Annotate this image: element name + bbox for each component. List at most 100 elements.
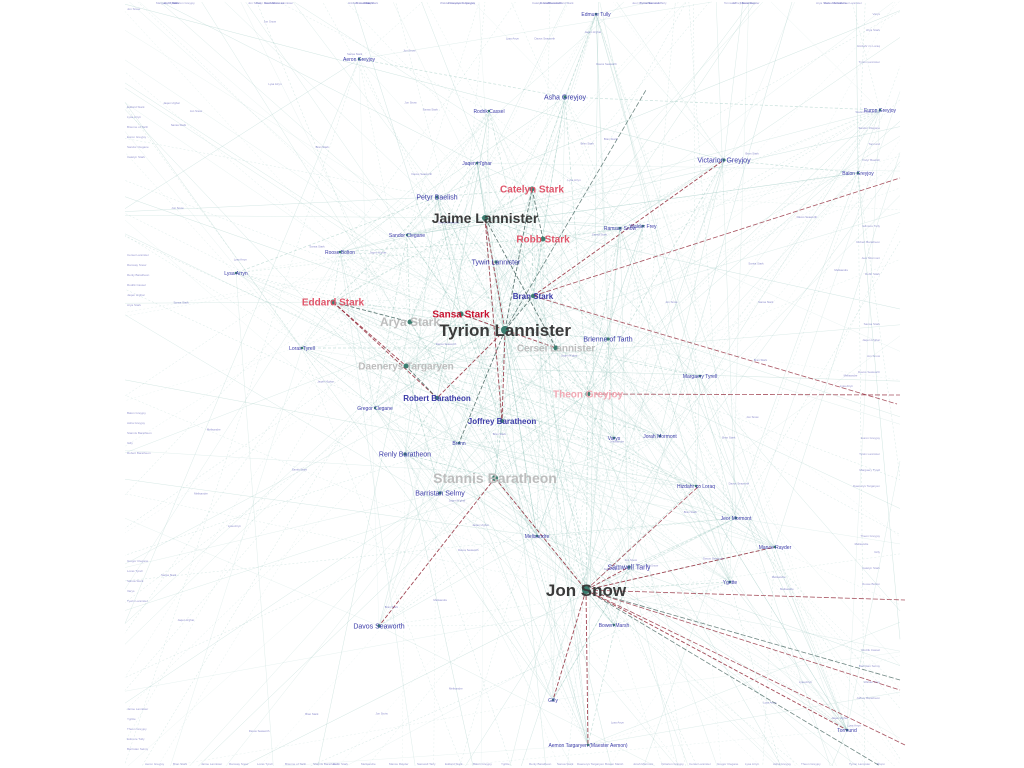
background-edge — [124, 87, 661, 437]
scatter-label: Sansa Stark — [748, 262, 764, 266]
background-edge — [536, 535, 901, 666]
background-edge — [484, 217, 538, 537]
border-label: Jeor Mormont — [861, 256, 880, 260]
node-margaery[interactable] — [698, 374, 702, 378]
node-petyr[interactable] — [435, 195, 439, 199]
border-label: Aeron Greyjoy — [456, 1, 476, 5]
edge-petyr-lysa — [235, 196, 438, 274]
background-edge — [699, 375, 831, 767]
node-ygritte[interactable] — [728, 580, 732, 584]
node-varys[interactable] — [612, 436, 616, 440]
background-edge — [484, 217, 901, 709]
background-edge — [317, 321, 411, 767]
background-edge — [124, 180, 557, 349]
node-asha[interactable] — [563, 95, 567, 99]
node-jorah[interactable] — [658, 434, 662, 438]
node-melisandre[interactable] — [535, 534, 539, 538]
node-sandor[interactable] — [405, 233, 409, 237]
node-tywin[interactable] — [494, 260, 498, 264]
node-cersei[interactable] — [553, 345, 559, 351]
node-stannis[interactable] — [492, 475, 498, 481]
background-edge — [659, 195, 901, 437]
node-gregor[interactable] — [373, 406, 377, 410]
node-daenerys[interactable] — [403, 363, 409, 369]
node-brienne[interactable] — [606, 337, 610, 341]
background-edge — [358, 58, 380, 627]
edge-catelyn-petyr — [436, 188, 533, 198]
background-edge — [405, 324, 901, 367]
node-loras[interactable] — [300, 346, 304, 350]
node-euron[interactable] — [878, 108, 882, 112]
node-bowen[interactable] — [612, 623, 616, 627]
node-gilly[interactable] — [551, 698, 555, 702]
border-label: Robb Stark — [865, 272, 881, 276]
background-edge — [458, 442, 791, 767]
node-catelyn[interactable] — [529, 186, 535, 192]
node-jon[interactable] — [582, 586, 590, 594]
node-theon[interactable] — [585, 391, 591, 397]
node-tormund[interactable] — [845, 728, 849, 732]
node-bronn[interactable] — [457, 441, 461, 445]
background-edge — [488, 110, 621, 229]
background-edge — [659, 159, 725, 437]
node-lysa[interactable] — [234, 271, 238, 275]
border-label: Barristan Selmy — [859, 664, 881, 668]
node-bran[interactable] — [531, 294, 535, 298]
node-aeron[interactable] — [357, 57, 361, 61]
node-jaime[interactable] — [482, 215, 488, 221]
background-edge — [857, 172, 901, 640]
background-edge — [374, 225, 644, 409]
node-rodrik[interactable] — [487, 109, 491, 113]
node-label-cersei: Cersei Lannister — [517, 344, 595, 355]
background-edge — [124, 251, 341, 397]
background-edge — [774, 546, 848, 731]
background-edge — [339, 1, 516, 253]
node-roose[interactable] — [338, 250, 342, 254]
node-tyrion[interactable] — [501, 326, 509, 334]
node-label-petyr: Petyr Baelish — [416, 194, 457, 201]
background-edge — [124, 196, 438, 212]
background-edge — [613, 1, 793, 626]
node-ramsay[interactable] — [618, 226, 622, 230]
node-jeor[interactable] — [734, 516, 738, 520]
node-eddard[interactable] — [330, 299, 336, 305]
background-edge — [484, 110, 490, 219]
node-barristan[interactable] — [438, 491, 442, 495]
background-edge — [536, 1, 551, 537]
background-edge — [332, 301, 680, 767]
scatter-label: Jon Snow — [646, 564, 659, 568]
background-edge — [476, 162, 533, 190]
node-sansa[interactable] — [458, 311, 464, 317]
node-walder[interactable] — [641, 224, 645, 228]
node-balon[interactable] — [856, 171, 860, 175]
border-label: Brienne of Tarth — [127, 125, 148, 129]
node-label-euron: Euron Greyjoy — [864, 108, 896, 114]
node-mance[interactable] — [773, 545, 777, 549]
border-label: Balon Greyjoy — [127, 411, 146, 415]
node-aemon[interactable] — [586, 743, 590, 747]
background-edge — [358, 58, 901, 666]
node-arya[interactable] — [407, 319, 413, 325]
background-edge — [439, 492, 587, 591]
node-jaqen[interactable] — [475, 161, 479, 165]
background-edge — [406, 162, 478, 236]
edge-arya-sandor — [406, 234, 411, 323]
node-robert[interactable] — [435, 396, 439, 400]
node-victarion[interactable] — [722, 158, 726, 162]
node-renly[interactable] — [403, 452, 407, 456]
scatter-label: Davos Seaworth — [703, 557, 724, 561]
edge-stannis-davos — [378, 477, 496, 627]
node-robb[interactable] — [540, 236, 546, 242]
edge-catelyn-edmure — [531, 13, 597, 190]
node-edmure[interactable] — [594, 12, 598, 16]
node-hizdahr[interactable] — [694, 484, 698, 488]
background-edge — [494, 477, 776, 548]
node-samwell[interactable] — [627, 565, 631, 569]
node-davos[interactable] — [377, 624, 381, 628]
background-edge — [409, 295, 534, 323]
background-edge — [770, 1, 881, 111]
node-label-walder: Walder Frey — [629, 224, 657, 230]
background-edge — [332, 251, 341, 303]
border-label: Roose Bolton — [862, 582, 880, 586]
node-joffrey[interactable] — [500, 419, 504, 423]
